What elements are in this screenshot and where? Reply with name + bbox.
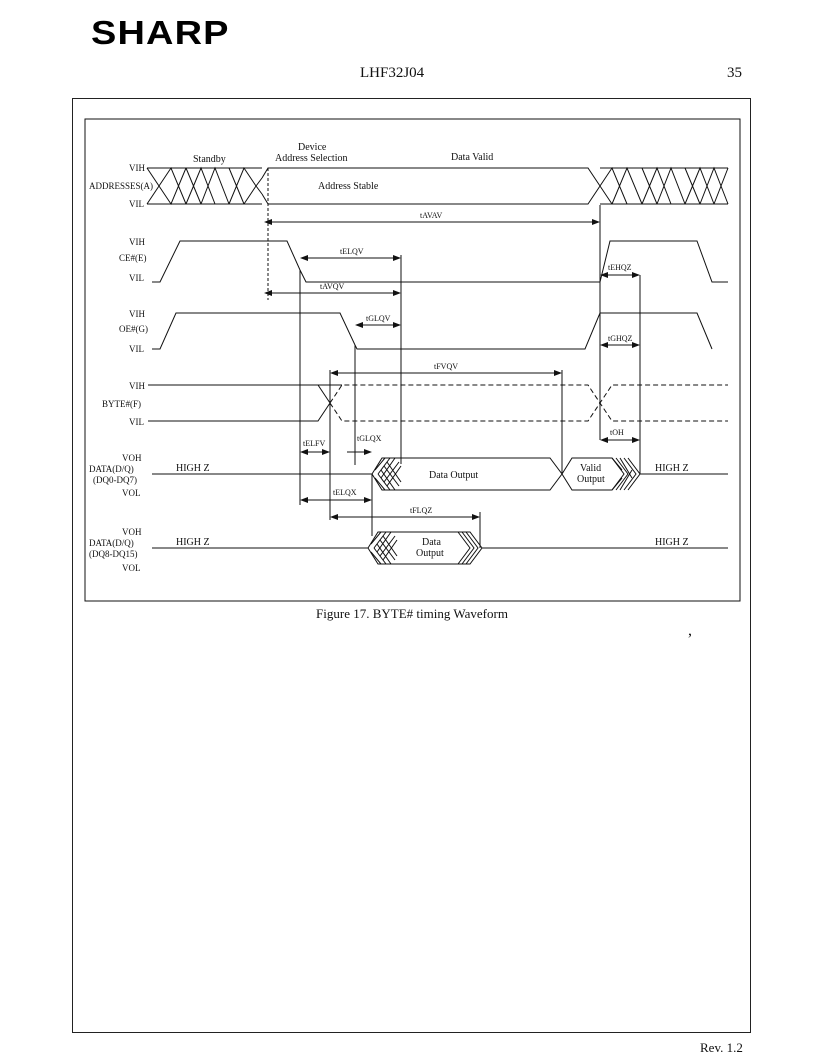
oe-waveform <box>152 312 713 350</box>
level-vil-byte: VIL <box>129 417 144 427</box>
phase-label-address-selection: Address Selection <box>275 153 348 164</box>
signal-data-high-2: (DQ8-DQ15) <box>89 549 138 559</box>
level-voh-low: VOH <box>122 453 142 463</box>
timing-tglqv: tGLQV <box>366 314 391 323</box>
signal-data-high-1: DATA(D/Q) <box>89 538 134 548</box>
timing-tavav: tAVAV <box>420 211 442 220</box>
timing-tflqz: tFLQZ <box>410 506 432 515</box>
revision-label: Rev. 1.2 <box>700 1040 743 1055</box>
level-vol-high: VOL <box>122 563 141 573</box>
figure-caption: Figure 17. BYTE# timing Waveform <box>316 606 508 621</box>
signal-addresses: ADDRESSES(A) <box>89 181 153 191</box>
level-vol-low: VOL <box>122 488 141 498</box>
timing-tglqx: tGLQX <box>357 434 382 443</box>
state-high-z-high-right: HIGH Z <box>655 537 689 548</box>
document-id: LHF32J04 <box>360 65 425 81</box>
signal-oe: OE#(G) <box>119 324 148 334</box>
level-vih-oe: VIH <box>129 309 145 319</box>
level-vih-ce: VIH <box>129 237 145 247</box>
sharp-logo: SHARP <box>91 14 230 51</box>
state-high-z-low-right: HIGH Z <box>655 463 689 474</box>
state-high-z-low-left: HIGH Z <box>176 463 210 474</box>
phase-label-data-valid: Data Valid <box>451 152 493 163</box>
byte-waveform <box>148 384 728 422</box>
level-vil-ce: VIL <box>129 273 144 283</box>
timing-tfvqv: tFVQV <box>434 362 458 371</box>
address-stable-label: Address Stable <box>318 181 379 192</box>
state-data-high: Data <box>422 537 441 548</box>
data-high-waveform <box>152 531 728 565</box>
level-vih-addr: VIH <box>129 163 145 173</box>
reference-lines <box>299 205 641 548</box>
timing-telqv: tELQV <box>340 247 364 256</box>
state-high-z-high-left: HIGH Z <box>176 537 210 548</box>
phase-label-standby: Standby <box>193 154 226 165</box>
level-vil-oe: VIL <box>129 344 144 354</box>
phase-label-device: Device <box>298 142 327 153</box>
timing-tavqv: tAVQV <box>320 282 345 291</box>
signal-data-low-2: (DQ0-DQ7) <box>93 475 137 485</box>
level-voh-high: VOH <box>122 527 142 537</box>
level-vih-byte: VIH <box>129 381 145 391</box>
timing-arrows <box>266 221 638 518</box>
state-output: Output <box>577 474 605 485</box>
page-content-frame <box>72 98 751 1033</box>
state-data-output-low: Data Output <box>429 470 478 481</box>
diagram-frame <box>84 118 741 602</box>
timing-telfv: tELFV <box>303 439 325 448</box>
arrow-heads <box>264 219 640 520</box>
stray-mark: , <box>688 622 692 639</box>
timing-tghqz: tGHQZ <box>608 334 633 343</box>
signal-data-low-1: DATA(D/Q) <box>89 464 134 474</box>
timing-telqx: tELQX <box>333 488 357 497</box>
timing-tehqz: tEHQZ <box>608 263 632 272</box>
page-number: 35 <box>727 65 742 81</box>
timing-toh: tOH <box>610 428 624 437</box>
addresses-waveform <box>146 166 729 300</box>
signal-byte: BYTE#(F) <box>102 399 141 409</box>
state-valid: Valid <box>580 463 601 474</box>
signal-ce: CE#(E) <box>119 253 147 263</box>
state-output-high: Output <box>416 548 444 559</box>
ce-waveform <box>152 240 728 283</box>
level-vil-addr: VIL <box>129 199 144 209</box>
